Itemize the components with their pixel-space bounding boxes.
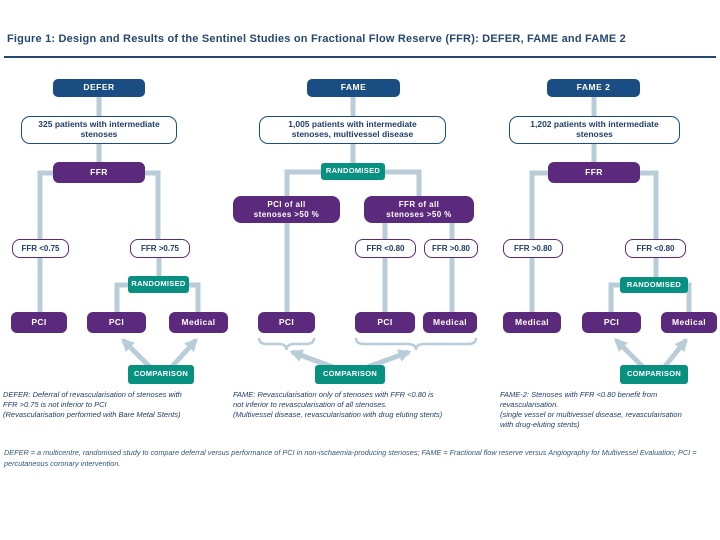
defer-patients-box: 325 patients with intermediate stenoses bbox=[21, 116, 177, 144]
fame-ffr-all-box: FFR of all stenoses >50 % bbox=[364, 196, 474, 223]
fame-medical-box: Medical bbox=[423, 312, 477, 333]
fame2-pci-box: PCI bbox=[582, 312, 641, 333]
defer-comparison-box: COMPARISON bbox=[128, 365, 194, 384]
fame-pci-angio-box: PCI bbox=[258, 312, 315, 333]
fame-comparison-box: COMPARISON bbox=[315, 365, 385, 384]
fame-result-text: FAME: Revascularisation only of stenoses… bbox=[233, 390, 443, 419]
fame-randomised-box: RANDOMISED bbox=[321, 163, 385, 180]
defer-medical-box: Medical bbox=[169, 312, 228, 333]
defer-ffr-high-box: FFR >0.75 bbox=[130, 239, 190, 258]
fame2-medical-randomised-box: Medical bbox=[661, 312, 717, 333]
fame2-medical-deferral-box: Medical bbox=[503, 312, 561, 333]
defer-ffr-box: FFR bbox=[53, 162, 145, 183]
fame-pci-ffr-box: PCI bbox=[355, 312, 415, 333]
fame2-result-text: FAME-2: Stenoses with FFR <0.80 benefit … bbox=[500, 390, 682, 429]
fame2-patients-box: 1,202 patients with intermediate stenose… bbox=[509, 116, 680, 144]
defer-ffr-low-box: FFR <0.75 bbox=[12, 239, 69, 258]
fame2-trial-box: FAME 2 bbox=[547, 79, 640, 97]
fame2-ffr-box: FFR bbox=[548, 162, 640, 183]
fame-ffr-low-box: FFR <0.80 bbox=[355, 239, 416, 258]
defer-trial-box: DEFER bbox=[53, 79, 145, 97]
fame2-comparison-box: COMPARISON bbox=[620, 365, 688, 384]
defer-result-text: DEFER: Deferral of revascularisation of … bbox=[3, 390, 182, 419]
title-divider bbox=[4, 56, 716, 58]
figure-title: Figure 1: Design and Results of the Sent… bbox=[7, 33, 626, 45]
fame-trial-box: FAME bbox=[307, 79, 400, 97]
defer-pci-randomised-box: PCI bbox=[87, 312, 146, 333]
fame-ffr-high-box: FFR >0.80 bbox=[424, 239, 478, 258]
defer-pci-deferral-box: PCI bbox=[11, 312, 67, 333]
fame2-randomised-box: RANDOMISED bbox=[620, 277, 688, 293]
figure-footnote: DEFER = a multicentre, randomised study … bbox=[4, 448, 697, 468]
fame-underbraces bbox=[257, 337, 478, 351]
fame2-ffr-high-box: FFR >0.80 bbox=[503, 239, 563, 258]
fame-pci-all-box: PCI of all stenoses >50 % bbox=[233, 196, 340, 223]
fame2-ffr-low-box: FFR <0.80 bbox=[625, 239, 686, 258]
defer-randomised-box: RANDOMISED bbox=[128, 276, 189, 293]
fame-patients-box: 1,005 patients with intermediate stenose… bbox=[259, 116, 446, 144]
